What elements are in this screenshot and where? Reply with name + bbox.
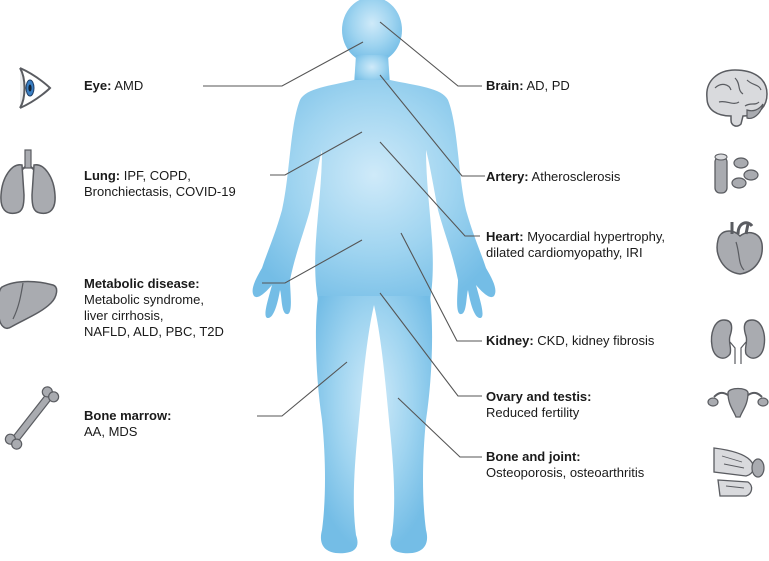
condition-text: Myocardial hypertrophy, [527,229,665,244]
organ-name: Lung: [84,168,121,183]
label-artery: Artery: Atherosclerosis [486,169,620,185]
organ-name: Eye: [84,78,112,93]
condition-text: IPF, COPD, [123,168,191,183]
condition-text: Metabolic syndrome, [84,292,204,307]
leader-line-kidney [400,232,482,342]
human-body-silhouette [252,0,496,554]
organ-name: Bone and joint: [486,449,581,464]
label-brain: Brain: AD, PD [486,78,570,94]
organ-name: Ovary and testis: [486,389,592,404]
heart-icon [716,221,763,275]
label-metabolic-disease: Metabolic disease: Metabolic syndrome, l… [84,276,224,340]
leader-line-lung [270,131,363,176]
leader-line-artery [379,74,485,177]
condition-text: NAFLD, ALD, PBC, T2D [84,324,224,339]
bone-icon [4,386,60,450]
organ-name: Bone marrow: [84,408,172,423]
condition-text: Atherosclerosis [531,169,621,184]
leader-line-metabolic [262,239,363,284]
lungs-icon [0,149,56,215]
liver-icon [0,280,58,329]
artery-icon [714,153,759,194]
condition-text: CKD, kidney fibrosis [537,333,655,348]
uterus-icon [707,387,769,418]
condition-text: dilated cardiomyopathy, IRI [486,245,643,260]
condition-text: AA, MDS [84,424,138,439]
label-eye: Eye: AMD [84,78,143,94]
leader-lines [203,21,485,458]
leader-line-bone-joint [397,397,482,458]
kidneys-icon [710,319,766,364]
eye-icon [19,67,52,109]
condition-text: AD, PD [526,78,570,93]
label-bone-joint: Bone and joint: Osteoporosis, osteoarthr… [486,449,644,481]
condition-text: AMD [114,78,144,93]
leader-line-bone-marrow [257,361,348,417]
condition-text: Osteoporosis, osteoarthritis [486,465,645,480]
leader-line-brain [379,21,482,87]
organ-name: Artery: [486,169,529,184]
label-bone-marrow: Bone marrow: AA, MDS [84,408,171,440]
leader-line-heart [379,141,480,237]
organ-name: Brain: [486,78,524,93]
leader-line-eye [203,41,364,87]
knee-joint-icon [713,447,765,497]
organ-name: Kidney: [486,333,534,348]
condition-text: liver cirrhosis, [84,308,164,323]
label-lung: Lung: IPF, COPD, Bronchiectasis, COVID-1… [84,168,236,200]
organ-name: Heart: [486,229,524,244]
organ-name: Metabolic disease: [84,276,200,291]
label-ovary-testis: Ovary and testis: Reduced fertility [486,389,592,421]
condition-text: Bronchiectasis, COVID-19 [84,184,236,199]
leader-line-ovary-testis [379,292,482,397]
label-kidney: Kidney: CKD, kidney fibrosis [486,333,654,349]
condition-text: Reduced fertility [486,405,580,420]
label-heart: Heart: Myocardial hypertrophy, dilated c… [486,229,665,261]
brain-icon [706,69,768,127]
